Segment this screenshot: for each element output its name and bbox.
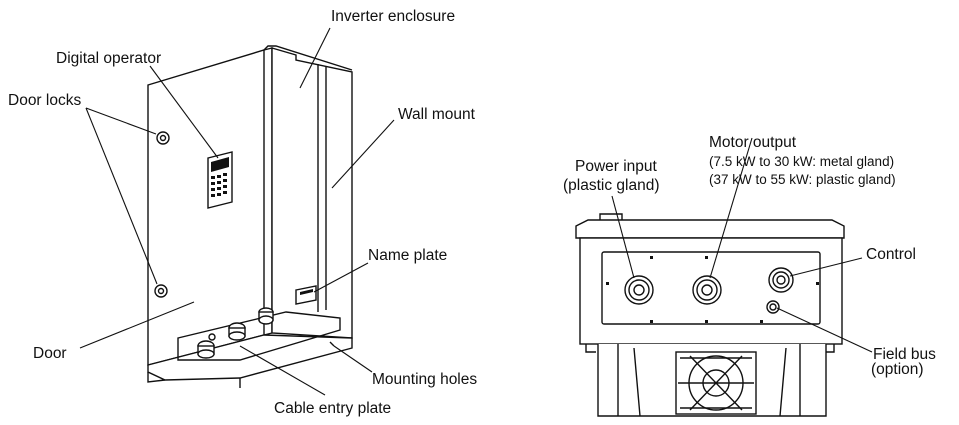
label-inverter-enclosure: Inverter enclosure (331, 8, 456, 25)
label-motor-output: Motor output (709, 134, 797, 151)
label-field-bus-sub: (option) (871, 361, 924, 378)
label-wall-mount: Wall mount (398, 106, 475, 123)
enclosure-side-panel (271, 47, 353, 339)
leader-cable-entry-plate (239, 345, 326, 396)
label-control: Control (866, 246, 916, 263)
door-lock-bottom (154, 284, 168, 298)
wall-mount-strip (317, 64, 327, 312)
label-field-bus: Field bus (873, 346, 936, 363)
label-digital-operator: Digital operator (56, 50, 162, 67)
control-gland (768, 267, 794, 293)
gland-2 (228, 322, 246, 341)
leader-motor-output (709, 137, 753, 279)
label-door: Door (33, 345, 67, 362)
fan-icon (675, 351, 757, 415)
label-power-input: Power input (575, 158, 657, 175)
gland-1 (197, 340, 215, 359)
leader-mounting-holes (333, 345, 373, 373)
leader-inverter-enclosure (299, 27, 331, 89)
label-motor-output-line2: (37 kW to 55 kW: plastic gland) (709, 172, 896, 187)
label-motor-output-line1: (7.5 kW to 30 kW: metal gland) (709, 154, 895, 169)
enclosure-top (263, 45, 353, 71)
power-input-gland (624, 275, 654, 305)
leader-door-lock-top (85, 107, 157, 135)
leader-digital-operator (149, 65, 219, 159)
leader-name-plate (313, 262, 369, 293)
leader-field-bus (776, 307, 873, 353)
motor-output-gland (692, 275, 722, 305)
label-mounting-holes: Mounting holes (372, 371, 478, 388)
leader-control (789, 257, 863, 277)
field-bus-gland (766, 300, 780, 314)
label-cable-entry-plate: Cable entry plate (274, 400, 392, 417)
label-name-plate: Name plate (368, 247, 448, 264)
label-power-input-sub: (plastic gland) (563, 177, 660, 194)
door-lock-top (156, 131, 170, 145)
leader-wall-mount (331, 119, 395, 189)
bottom-view-lip (575, 219, 845, 239)
leader-door-lock-bottom (85, 107, 158, 285)
label-door-locks: Door locks (8, 92, 82, 109)
gland-3 (258, 307, 274, 325)
cable-entry-plate-shape (177, 311, 341, 361)
leader-door (79, 301, 195, 349)
leader-power-input (611, 195, 635, 279)
